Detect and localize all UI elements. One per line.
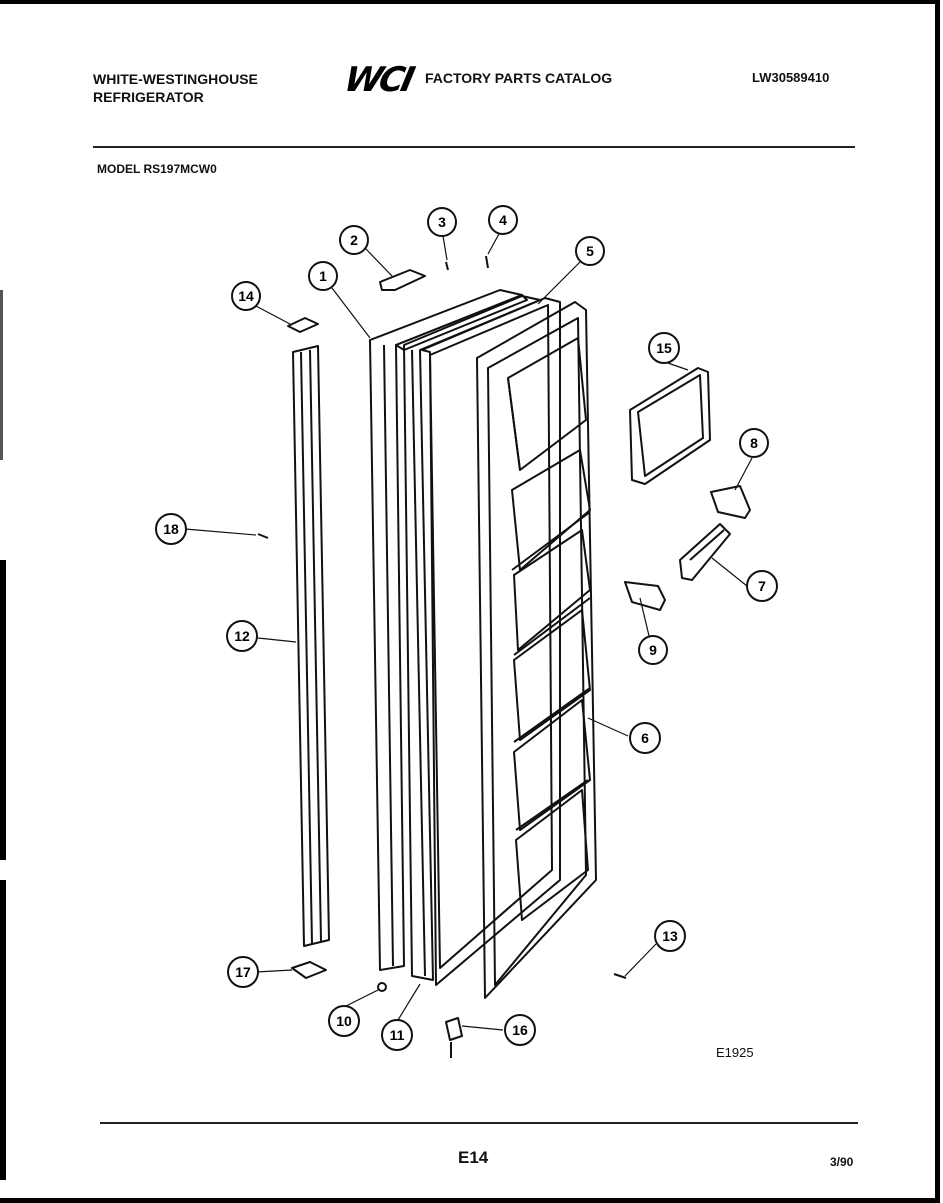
outer-door-panel: [369, 289, 528, 971]
callout-11: 11: [381, 1019, 413, 1051]
callout-14: 14: [231, 281, 261, 311]
header-rule: [93, 146, 855, 148]
catalog-title: FACTORY PARTS CATALOG: [425, 70, 613, 86]
screw-4: [485, 255, 489, 269]
callout-1: 1: [308, 261, 338, 291]
brand-line-1: WHITE-WESTINGHOUSE: [93, 71, 258, 87]
bracket-7: [679, 523, 731, 581]
svg-text:9: 9: [649, 642, 657, 658]
diagram-code: E1925: [716, 1045, 754, 1060]
svg-text:13: 13: [662, 928, 678, 944]
callout-12: 12: [226, 620, 258, 652]
scan-edge-mark: [0, 290, 3, 460]
callout-10: 10: [328, 1005, 360, 1037]
svg-text:15: 15: [656, 340, 672, 356]
footer-rule: [100, 1122, 858, 1124]
plug-10: [377, 982, 387, 992]
gasket-strip: [292, 345, 330, 947]
callout-2: 2: [339, 225, 369, 255]
callout-8: 8: [739, 428, 769, 458]
svg-text:11: 11: [390, 1027, 405, 1043]
svg-text:16: 16: [512, 1022, 528, 1038]
callout-9: 9: [638, 635, 668, 665]
svg-text:18: 18: [163, 521, 179, 537]
callout-13: 13: [654, 920, 686, 952]
svg-text:3: 3: [438, 214, 446, 230]
door-liner-frame: [403, 295, 541, 981]
catalog-number: LW30589410: [752, 70, 830, 85]
callouts: 1 2 3 4 5 6 7 8 9 10 11 12 13 14 15 16 1…: [155, 205, 778, 1051]
page-number: E14: [458, 1148, 489, 1167]
callout-7: 7: [746, 570, 778, 602]
svg-text:1: 1: [319, 268, 327, 284]
callout-17: 17: [227, 956, 259, 988]
hinge-17: [291, 961, 327, 979]
svg-text:6: 6: [641, 730, 649, 746]
leader-lines: [184, 231, 753, 1031]
callout-3: 3: [427, 207, 457, 237]
door-inner-panel: [421, 297, 561, 986]
scan-edge-mark: [0, 880, 6, 1180]
model-label: MODEL RS197MCW0: [97, 162, 217, 176]
door-liner-with-shelves: [476, 301, 597, 999]
svg-text:12: 12: [234, 628, 250, 644]
bracket-8: [710, 485, 751, 519]
screw-18: [257, 533, 269, 539]
callout-18: 18: [155, 513, 187, 545]
callout-4: 4: [488, 205, 518, 235]
svg-text:2: 2: [350, 232, 358, 248]
screw-3: [445, 261, 449, 271]
hinge-14: [287, 317, 319, 333]
screw-13: [613, 973, 627, 979]
svg-text:4: 4: [499, 212, 507, 228]
revision-date: 3/90: [830, 1155, 854, 1169]
hinge-16: [445, 1017, 463, 1058]
svg-text:8: 8: [750, 435, 758, 451]
scan-edge-mark: [0, 560, 6, 860]
brand-block: WHITE-WESTINGHOUSE REFRIGERATOR: [93, 70, 258, 106]
svg-text:17: 17: [235, 964, 251, 980]
callout-15: 15: [648, 332, 680, 364]
callout-16: 16: [504, 1014, 536, 1046]
bracket-9: [624, 581, 666, 611]
svg-text:10: 10: [336, 1013, 352, 1029]
callout-5: 5: [575, 236, 605, 266]
top-trim-2: [379, 269, 426, 291]
svg-text:7: 7: [758, 578, 766, 594]
svg-text:14: 14: [238, 288, 254, 304]
svg-text:5: 5: [586, 243, 594, 259]
brand-line-2: REFRIGERATOR: [93, 89, 204, 105]
callout-6: 6: [629, 722, 661, 754]
shelf-15: [629, 367, 711, 485]
